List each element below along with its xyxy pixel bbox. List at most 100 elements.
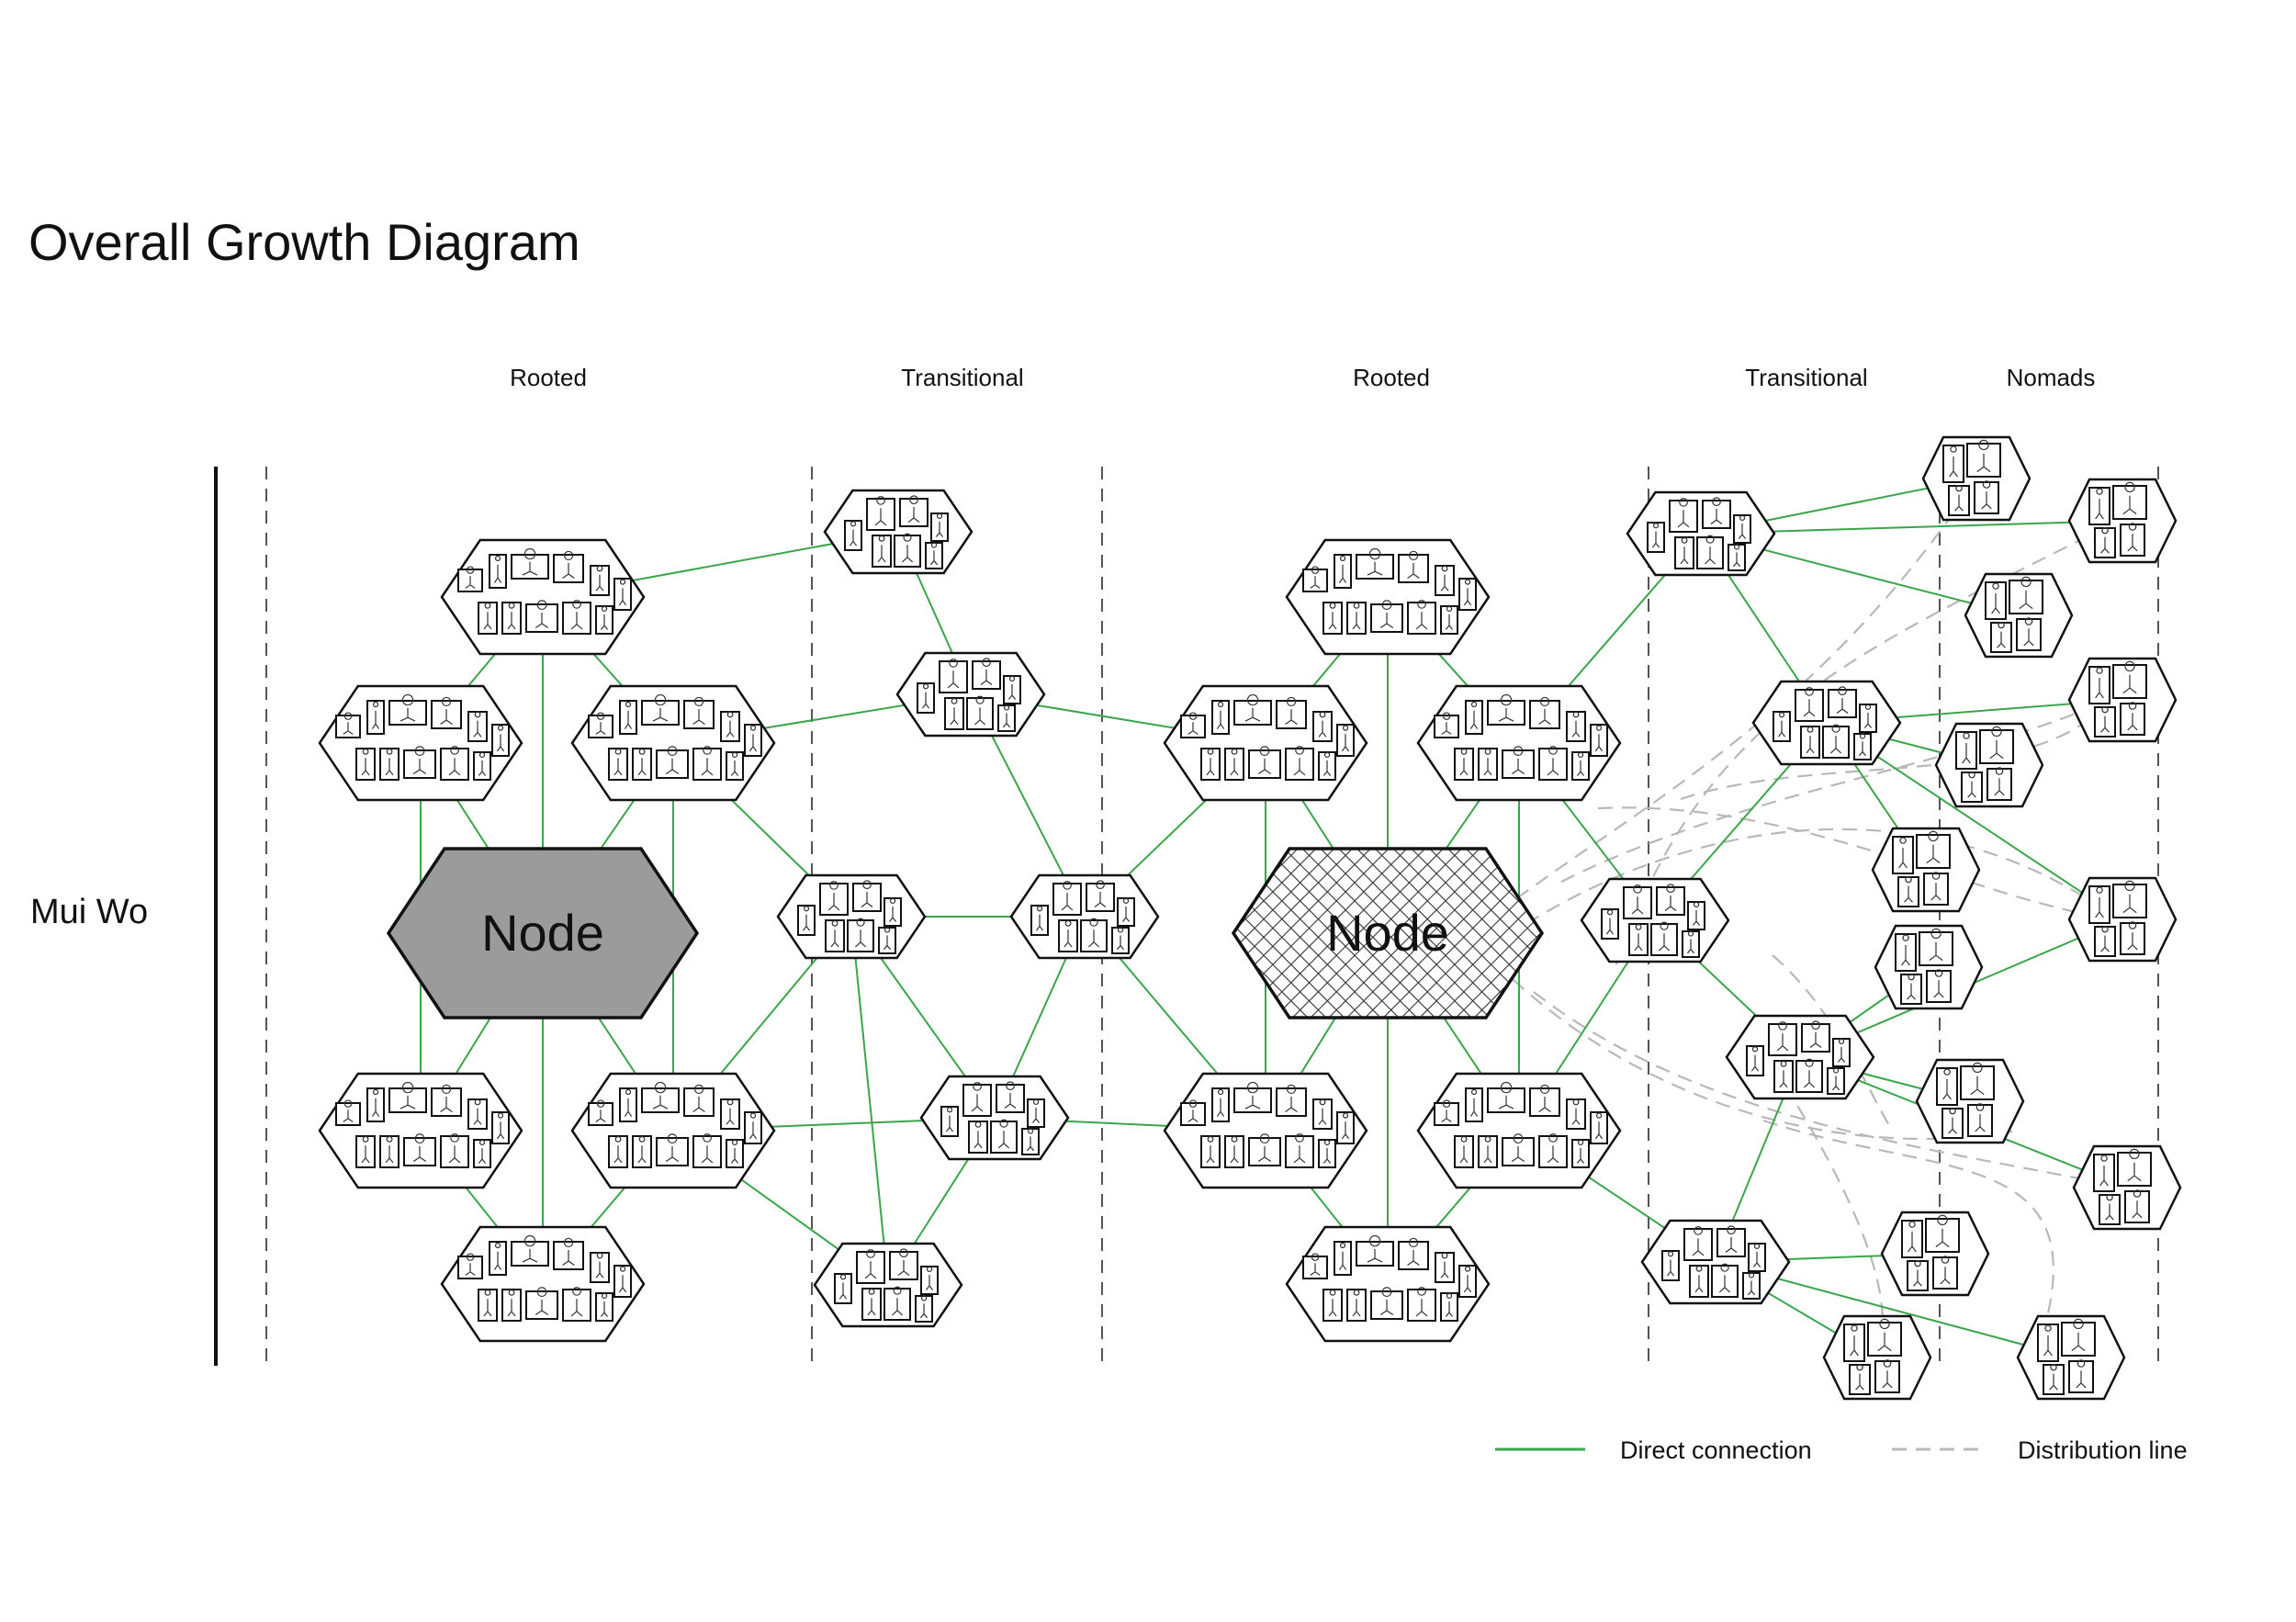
- figure-sketch: [465, 1253, 476, 1276]
- figure-sketch: [440, 1084, 453, 1112]
- figure-sketch: [1981, 480, 1992, 510]
- figure-sketch: [2095, 886, 2104, 918]
- figure-sketch: [562, 550, 575, 579]
- dwelling-frame: [966, 697, 994, 730]
- figure-sketch: [600, 605, 609, 630]
- figure-sketch: [1594, 725, 1604, 752]
- figure-sketch: [1415, 1287, 1428, 1317]
- settlement-cluster: [1285, 538, 1491, 656]
- figure-sketch: [361, 1136, 370, 1164]
- figure-sketch: [483, 603, 492, 630]
- figure-sketch: [907, 495, 920, 523]
- figure-sketch: [535, 600, 549, 629]
- figure-sketch: [1367, 547, 1383, 576]
- settlement-cluster: [570, 684, 776, 802]
- figure-sketch: [595, 1252, 604, 1278]
- figure-sketch: [1445, 605, 1454, 630]
- figure-sketch: [864, 1249, 877, 1279]
- figure-sketch: [448, 746, 461, 776]
- figure-sketch: [802, 906, 811, 931]
- figure-sketch: [1121, 897, 1131, 922]
- figure-sketch: [1318, 711, 1327, 738]
- figure-sketch: [1445, 1292, 1454, 1317]
- figure-sketch: [400, 1081, 416, 1109]
- figure-sketch: [665, 1133, 680, 1163]
- figure-sketch: [1831, 1067, 1840, 1091]
- figure-sketch: [1913, 1260, 1922, 1287]
- figure-sketch: [827, 881, 840, 911]
- figure-sketch: [1318, 1098, 1327, 1125]
- figure-sketch: [496, 725, 505, 752]
- figure-sketch: [493, 555, 502, 583]
- figure-sketch: [1855, 1364, 1864, 1391]
- direct-connection: [850, 916, 889, 1286]
- figure-sketch: [1483, 749, 1492, 776]
- settlement-cluster: [440, 1225, 646, 1343]
- figure-sketch: [1293, 746, 1306, 776]
- figure-sketch: [1631, 884, 1644, 915]
- distribution-line: [1762, 1119, 2054, 1314]
- figure-sketch: [1007, 675, 1017, 700]
- figure-sketch: [2122, 481, 2137, 515]
- figure-sketch: [2122, 880, 2137, 914]
- figure-sketch: [1440, 565, 1449, 591]
- figure-sketch: [888, 897, 897, 922]
- settlement-cluster: [1915, 1058, 2025, 1144]
- figure-sketch: [1692, 901, 1701, 926]
- figure-sketch: [1440, 1252, 1449, 1278]
- figure-sketch: [1677, 498, 1690, 528]
- figure-sketch: [1407, 1237, 1420, 1266]
- distribution-line: [1478, 495, 1966, 929]
- figure-sketch: [1061, 881, 1074, 911]
- figure-sketch: [726, 711, 735, 738]
- settlement-cluster: [1163, 684, 1368, 802]
- figure-sketch: [867, 1289, 876, 1316]
- figure-sketch: [701, 746, 714, 776]
- figure-sketch: [1732, 544, 1741, 568]
- figure-sketch: [2095, 667, 2104, 699]
- figure-sketch: [562, 1237, 575, 1266]
- figure-sketch: [838, 1274, 848, 1300]
- figure-sketch: [1898, 837, 1908, 869]
- distribution-line: [1560, 697, 2113, 883]
- figure-sketch: [1310, 1253, 1321, 1276]
- figure-sketch: [1576, 1139, 1585, 1164]
- figure-sketch: [613, 749, 623, 776]
- figure-sketch: [950, 698, 959, 726]
- settlement-cluster: [1580, 877, 1730, 963]
- figure-sketch: [1498, 693, 1514, 722]
- figure-sketch: [2099, 1155, 2109, 1187]
- figure-sketch: [1776, 1021, 1789, 1052]
- figure-sketch: [974, 1121, 983, 1149]
- legend: Direct connection Distribution line: [1495, 1436, 2188, 1464]
- figure-sketch: [1858, 733, 1867, 757]
- figure-sketch: [945, 1107, 954, 1132]
- figure-sketch: [1942, 1068, 1952, 1100]
- figure-sketch: [2100, 527, 2110, 554]
- figure-sketch: [1547, 746, 1559, 776]
- figure-sketch: [1206, 1136, 1215, 1164]
- figure-sketch: [891, 1286, 904, 1316]
- figure-sketch: [1967, 772, 1976, 798]
- figure-sketch: [473, 711, 482, 738]
- figure-sketch: [1940, 1256, 1951, 1285]
- settlement-cluster: [318, 684, 523, 802]
- figure-sketch: [1948, 1108, 1957, 1134]
- figure-sketch: [600, 1292, 609, 1317]
- figure-sketch: [2122, 660, 2137, 694]
- figure-sketch: [440, 696, 453, 725]
- figure-sketch: [980, 658, 993, 685]
- figure-sketch: [1850, 1324, 1859, 1357]
- figure-sketch: [1989, 726, 2004, 760]
- figure-sketch: [1651, 523, 1660, 548]
- settlement-cluster: [895, 651, 1046, 738]
- settlement-cluster: [570, 1072, 776, 1189]
- settlement-cluster: [1416, 1072, 1622, 1189]
- figure-sketch: [1806, 727, 1815, 754]
- figure-sketch: [1341, 1112, 1350, 1140]
- diagram-title: Overall Growth Diagram: [28, 213, 580, 271]
- figure-sketch: [1692, 1226, 1705, 1256]
- figure-sketch: [929, 542, 939, 566]
- figure-sketch: [1747, 1272, 1756, 1296]
